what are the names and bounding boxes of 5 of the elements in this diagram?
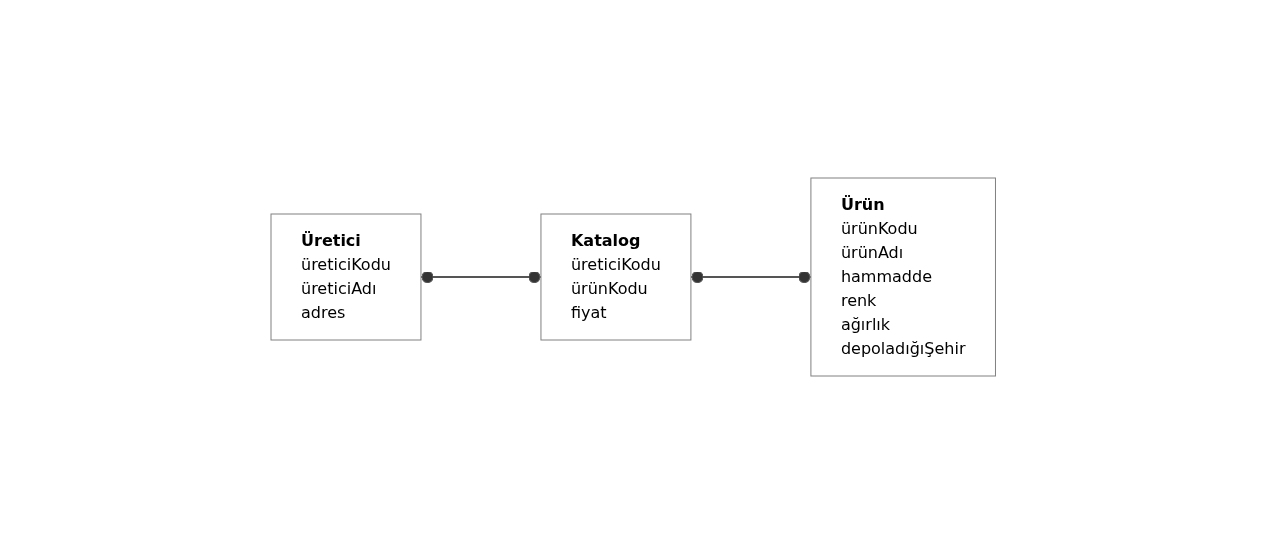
node-box: Katalog üreticiKodu ürünKodu fiyat: [540, 213, 692, 340]
node-box: Üretici üreticiKodu üreticiAdı adres: [270, 213, 422, 340]
node-box: Ürün ürünKodu ürünAdı hammadde renk ağırlık depoladığıŞehir: [810, 177, 997, 376]
connector: [420, 270, 543, 283]
connector: [690, 270, 813, 283]
